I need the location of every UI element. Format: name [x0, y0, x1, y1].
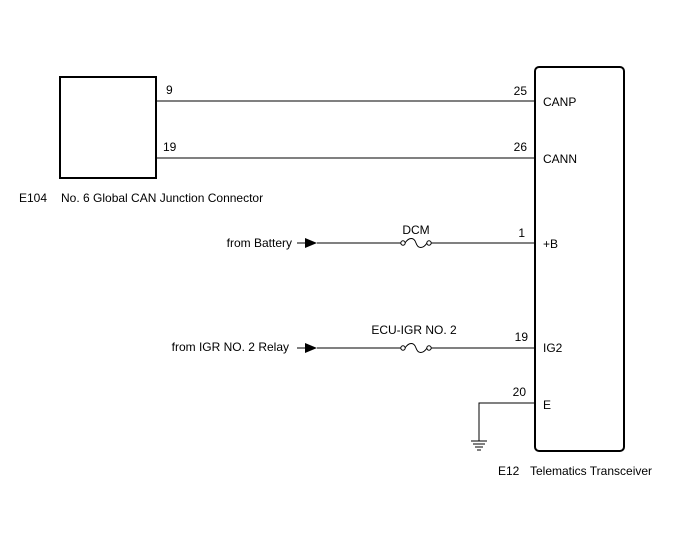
transceiver-pin-label: CANN — [543, 152, 577, 166]
transceiver-pin-number: 26 — [514, 140, 528, 154]
ground-wire — [478, 402, 535, 441]
ecu-igr-fuse-label: ECU-IGR NO. 2 — [371, 323, 457, 337]
transceiver-pin-label: +B — [543, 237, 558, 251]
junction-pin-cann: 19 — [163, 140, 177, 154]
battery-source-label: from Battery — [227, 236, 292, 250]
battery-arrow-icon — [305, 238, 317, 248]
igr-arrow-icon — [305, 343, 317, 353]
transceiver-pin-number: 1 — [518, 226, 525, 240]
dcm-fuse-icon — [400, 238, 432, 248]
junction-connector-code: E104 — [19, 191, 47, 205]
transceiver-pin-label: IG2 — [543, 341, 563, 355]
transceiver-pin-label: E — [543, 398, 551, 412]
ground-icon — [471, 440, 487, 451]
igr-source-label: from IGR NO. 2 Relay — [172, 340, 289, 354]
dcm-fuse-label: DCM — [402, 223, 429, 237]
junction-pin-canp: 9 — [166, 83, 173, 97]
ecu-igr-fuse-icon — [400, 343, 432, 353]
transceiver-pin-number: 19 — [515, 330, 529, 344]
transceiver-box — [534, 66, 625, 452]
transceiver-pin-number: 25 — [514, 84, 528, 98]
transceiver-code: E12 — [498, 464, 520, 478]
transceiver-pin-number: 20 — [513, 385, 527, 399]
junction-connector-name: No. 6 Global CAN Junction Connector — [61, 191, 263, 205]
transceiver-pin-label: CANP — [543, 95, 576, 109]
transceiver-name: Telematics Transceiver — [530, 464, 652, 478]
junction-connector-box — [59, 76, 157, 179]
